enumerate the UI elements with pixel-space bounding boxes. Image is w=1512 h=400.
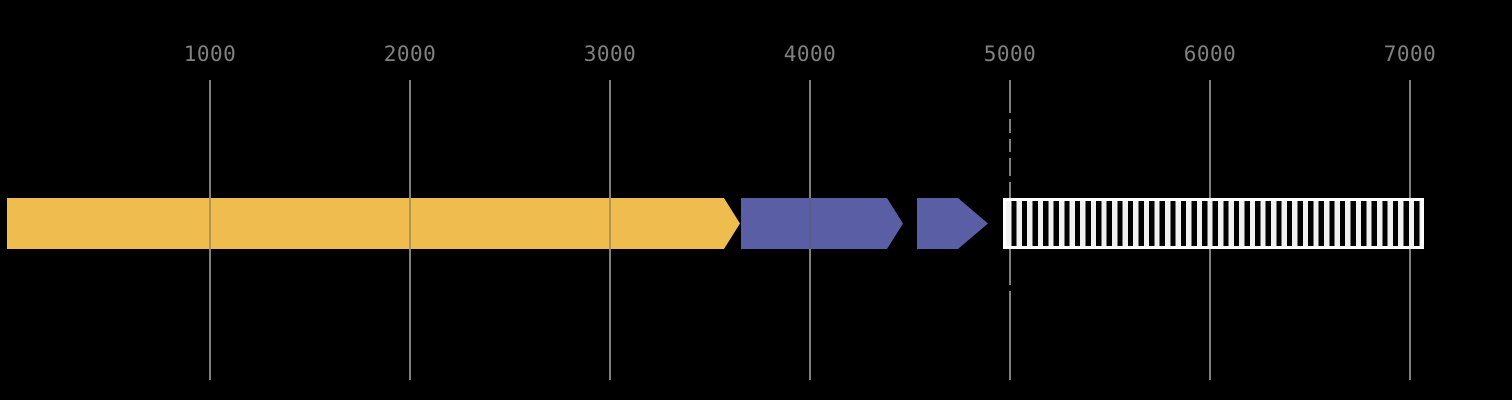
tick-label-1000: 1000 [183,42,237,66]
bar-projected-a[interactable] [741,198,903,249]
gridline-overlay-1000 [209,198,211,249]
tick-label-6000: 6000 [1183,42,1237,66]
tick-label-5000: 5000 [983,42,1037,66]
gridline-overlay-2000 [409,198,411,249]
gridline-overlay-3000 [609,198,611,249]
gridline-overlay-4000 [809,198,811,249]
tick-label-7000: 7000 [1383,42,1437,66]
tick-label-3000: 3000 [583,42,637,66]
bar-elapsed[interactable] [7,198,740,249]
tick-label-4000: 4000 [783,42,837,66]
tick-label-2000: 2000 [383,42,437,66]
bar-projected-b[interactable] [917,198,988,249]
bar-remaining[interactable] [1003,198,1424,249]
